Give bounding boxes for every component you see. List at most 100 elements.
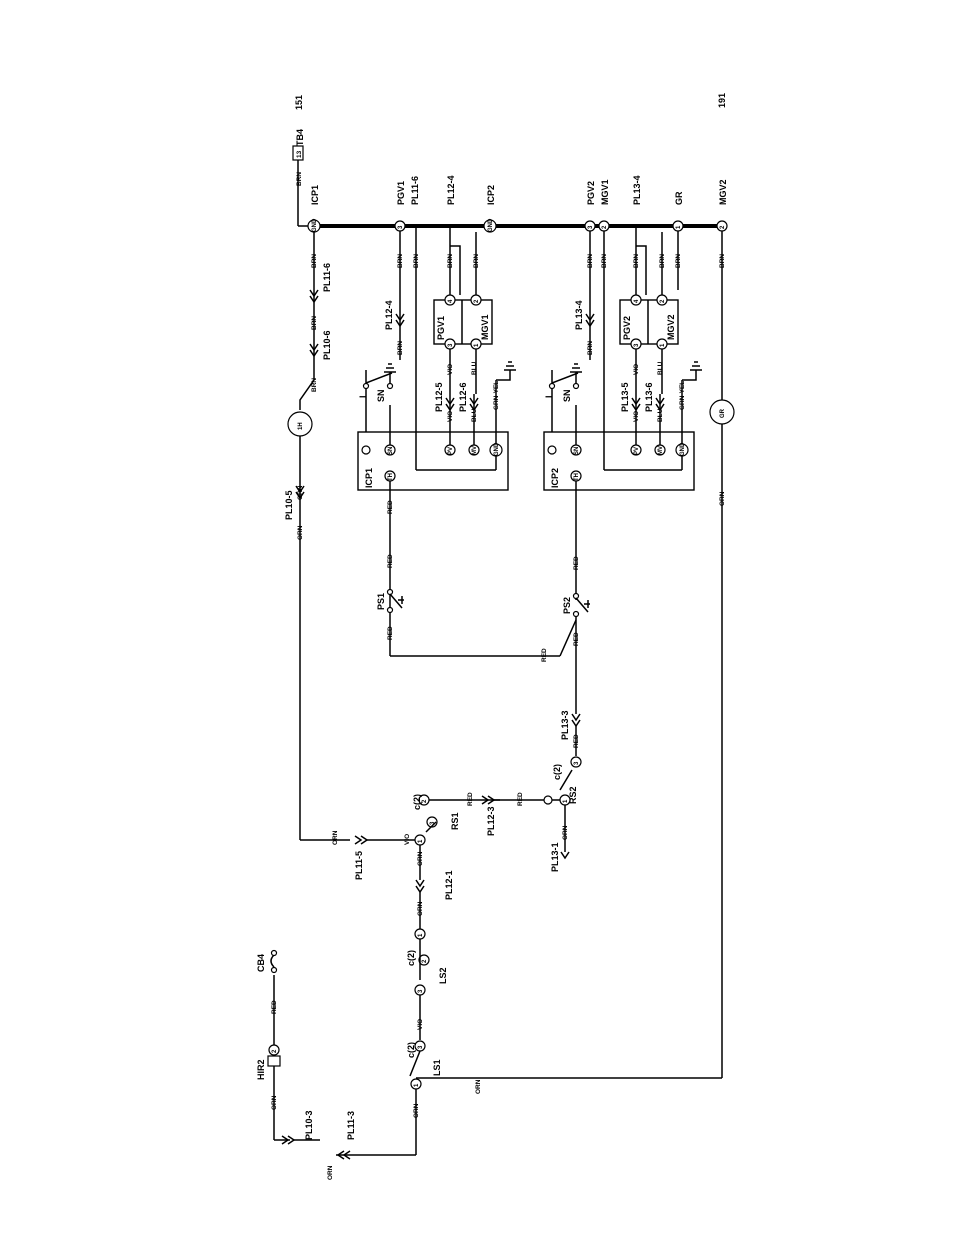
wire-orn-1: ORN [297,485,304,500]
icp1-bus-label: ICP1 [310,185,320,205]
wire-orn-bottom: ORN [475,1079,482,1094]
pgv2-bus-label: PGV2 [586,181,596,205]
page-number-top: 151 [294,95,304,110]
pgv2-term-4: 4 [634,299,640,303]
pgv1-term-4: 4 [448,299,454,303]
pl13-6-label: PL13-6 [644,382,654,412]
icp2-th-term: TH [574,473,580,481]
hir2-label: HIR2 [256,1059,266,1080]
pl12-3-label: PL12-3 [486,806,496,836]
tb4-label: TB4 [295,129,305,146]
pl12-4-bus-label: PL12-4 [446,175,456,205]
mgv1-bus-term: 2 [602,225,608,229]
pgv1-term-3: 3 [448,343,454,347]
wire-orn-gr: ORN [719,491,726,506]
wire-red-pl13-3: RED [573,734,580,748]
rs1-relay: RED PL12-3 2 c(2) 3 RS1 1 ORN PL12-1 ORN [412,792,520,930]
coil-term: 1H [298,422,304,430]
pgv2-bus-term: 3 [588,225,594,229]
mgv1-label: MGV1 [480,314,490,340]
rs1-c2: c(2) [412,794,422,810]
gr-coil-term: GR [720,408,726,418]
mgv2-term-1: 1 [660,343,666,347]
i-label-1: I [358,395,368,398]
pgv1-mgv1-valves: PGV1 MGV1 4 3 2 1 BRN PL12-4 [384,231,493,394]
ps1-label: PS1 [376,593,386,610]
wire-red-icp2: RED [573,556,580,570]
wire-orn-hir2: ORN [271,1095,278,1110]
pgv1-label: PGV1 [436,316,446,340]
wire-red-rs1: RED [467,792,474,806]
wire-brn-tb4: BRN [296,172,303,186]
i-label-2: I [544,395,554,398]
pl13-5-label: PL13-5 [620,382,630,412]
pl11-5-label: PL11-5 [354,851,364,880]
ls2-label: LS2 [438,967,448,984]
mgv1-term-1: 1 [474,343,480,347]
wire-vio-pl12-5: VIO [447,411,454,422]
wire-vio-pl13-5: VIO [633,411,640,422]
pl10-6-label: PL10-6 [322,330,332,360]
wire-orn-2: ORN [297,525,304,540]
mgv2-label: MGV2 [666,314,676,340]
pl13-3-label: PL13-3 [560,710,570,740]
pl12-6-label: PL12-6 [458,382,468,412]
rs2-label: RS2 [568,786,578,804]
wire-blu-mgv2: BLU [657,361,664,375]
gr-bus-label: GR [674,191,684,205]
hir2-cb4-circuit: 2 HIR2 ORN RED CB4 PL10-3 [256,949,320,1145]
page-number-bottom: 191 [717,93,727,108]
ls2-switch: 1 c(2) 2 LS2 3 VIO [406,928,448,1040]
wire-brn-pl11-6: BRN [311,316,318,330]
pgv2-mgv2-valves: PGV2 MGV2 4 3 2 1 BRN PL13-4 [574,231,679,394]
mgv1-term-2: 2 [474,299,480,303]
cb4-label: CB4 [256,954,266,972]
wire-orn-rs1: ORN [417,851,424,866]
wire-grnyel-1: GRN-YEL [493,381,500,410]
pgv2-label: PGV2 [622,316,632,340]
icp2-sn-term: SN [574,447,580,455]
ls1-term-3: 3 [418,1045,424,1049]
tb4-term: 13 [296,150,303,158]
ls1-term-1: 1 [414,1083,420,1087]
gr-lead: GR ORN ORN [416,231,735,1094]
icp1-pv-term: PV [448,447,454,455]
icp2-block: ICP2 I SN SN TH RED PV MV GND VIO BLU GR… [543,231,702,600]
icp1-mv-term: MV [472,446,478,455]
wire-orn-pl11-3: ORN [327,1165,334,1180]
ps2-label: PS2 [562,597,572,614]
icp2-pv-term: PV [634,447,640,455]
wire-red-rs2: RED [517,792,524,806]
icp2-mv-term: MV [658,446,664,455]
mgv2-term-2: 2 [660,299,666,303]
pl11-6-bus-label: PL11-6 [410,176,420,205]
wire-vio-ls2: VIO [417,1019,424,1030]
icp2-bus-label: ICP2 [486,185,496,205]
wire-blu-pl13-6: BLU [657,408,664,422]
left-orn-column: BRN PL11-6 PL10-6 BRN 1H ORN PL10-5 ORN … [284,232,416,880]
icp1-bus-term: GND [312,218,318,232]
pgv1-bus-label: PGV1 [396,181,406,205]
wire-blu-pl12-6: BLU [471,408,478,422]
pl11-3-label: PL11-3 [346,1111,356,1140]
wire-red-cb4: RED [271,1000,278,1014]
sn-label-2: SN [562,389,572,402]
wire-brn-pl13-4: BRN [587,341,594,355]
rs1-label: RS1 [450,812,460,830]
hir2-term-2: 2 [272,1049,278,1053]
pgv1-bus-term: 3 [398,225,404,229]
wire-orn-ls1: ORN [413,1103,420,1118]
mgv2-bus-term: 2 [720,225,726,229]
ls2-c2: c(2) [406,950,416,966]
pl12-5-label: PL12-5 [434,382,444,412]
wire-red-icp1: RED [387,500,394,514]
wire-orn-pl12-1: ORN [417,901,424,916]
rs1-term-2: 2 [422,799,428,803]
pl13-4-label: PL13-4 [574,300,584,330]
wire-blu-mgv1: BLU [471,361,478,375]
pl12-4-label: PL12-4 [384,300,394,330]
icp2-box-label: ICP2 [550,468,560,488]
icp1-gnd-term: GND [494,442,500,456]
icp1-box-label: ICP1 [364,468,374,488]
